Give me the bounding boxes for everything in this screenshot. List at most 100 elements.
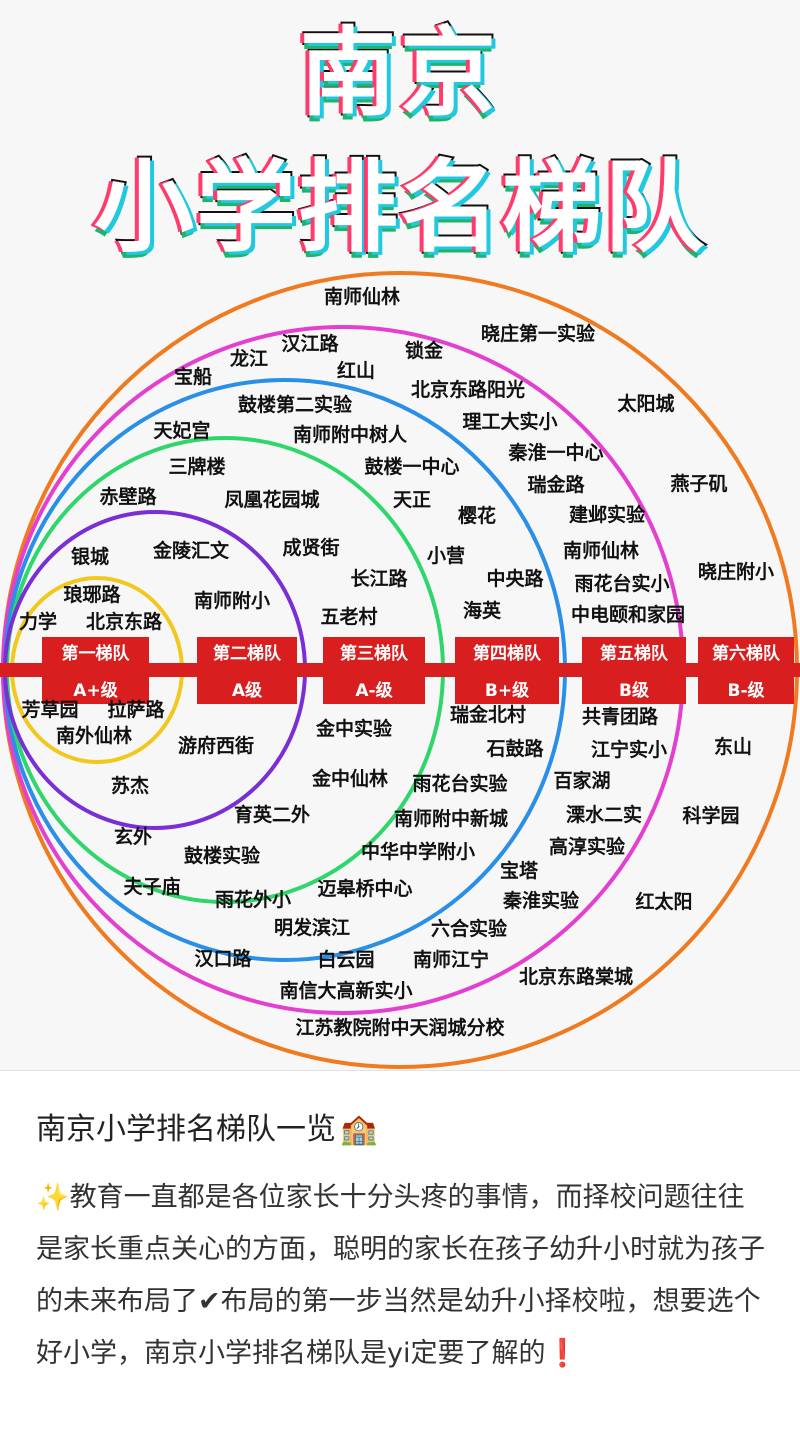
school-label: 苏杰: [111, 774, 149, 797]
school-label: 芳草园: [21, 698, 78, 721]
post-title: 南京小学排名梯队一览🏫: [36, 1110, 766, 1150]
tier-grade-1: A+级: [73, 680, 117, 701]
school-label: 北京东路: [86, 610, 163, 633]
school-label: 中华中学附小: [361, 840, 475, 863]
school-label: 拉萨路: [107, 698, 165, 721]
school-label: 溧水二实: [566, 803, 642, 826]
school-label: 力学: [19, 610, 57, 633]
school-label: 金陵汇文: [152, 539, 230, 562]
school-label: 樱花: [458, 504, 496, 527]
school-label: 南师附小: [194, 589, 270, 612]
school-label: 南师仙林: [563, 539, 639, 562]
post-body: ✨教育一直都是各位家长十分头疼的事情，而择校问题往往是家长重点关心的方面，聪明的…: [36, 1172, 766, 1380]
school-label: 金中实验: [315, 717, 393, 740]
school-label: 江宁实小: [591, 738, 667, 761]
school-label: 六合实验: [431, 917, 508, 940]
school-label: 鼓楼一中心: [364, 455, 459, 478]
school-label: 小营: [427, 544, 465, 567]
tier-name-2: 第二梯队: [213, 643, 282, 664]
school-label: 科学园: [682, 804, 739, 827]
school-label: 三牌楼: [168, 455, 225, 478]
school-label: 琅琊路: [63, 583, 121, 606]
school-label: 雨花外小: [215, 888, 291, 911]
school-label: 鼓楼第二实验: [238, 393, 353, 416]
school-label: 长江路: [350, 567, 408, 590]
school-label: 南信大高新实小: [279, 979, 412, 1002]
tier-box-bottom-4: [455, 674, 559, 704]
school-label: 南师附中树人: [293, 423, 408, 446]
post-body-text-2: 布局的第一步当然是幼升小择校啦，想要选个好小学，南京小学排名梯队是yi定要了解的: [36, 1286, 761, 1369]
tier-box-top-6: [698, 637, 794, 667]
school-label: 育英二外: [234, 803, 310, 826]
school-label: 太阳城: [617, 392, 674, 415]
school-label: 鼓楼实验: [184, 844, 261, 867]
tier-name-3: 第三梯队: [340, 643, 409, 664]
school-label: 汉江路: [281, 332, 339, 355]
school-label: 赤壁路: [99, 485, 157, 508]
school-label: 北京东路阳光: [411, 378, 525, 401]
school-label: 中电颐和家园: [571, 603, 685, 626]
school-label: 北京东路棠城: [519, 965, 633, 988]
school-label: 南师仙林: [324, 285, 400, 308]
tier-box-top-5: [582, 637, 686, 667]
school-label: 高淳实验: [549, 835, 626, 858]
post-title-text: 南京小学排名梯队一览: [36, 1112, 336, 1147]
school-label: 龙江: [230, 347, 268, 370]
school-label: 天正: [393, 489, 431, 511]
school-label: 理工大实小: [462, 410, 557, 433]
school-label: 红太阳: [635, 890, 692, 913]
tier-box-top-4: [455, 637, 559, 667]
school-label: 中央路: [486, 567, 544, 590]
school-label: 南外仙林: [56, 724, 132, 747]
tier-name-6: 第六梯队: [712, 643, 781, 664]
school-label: 宝塔: [500, 859, 539, 882]
tier-grade-6: B-级: [727, 680, 764, 701]
school-label: 晓庄第一实验: [481, 322, 596, 345]
tier-grade-5: B级: [619, 680, 649, 701]
school-label: 成贤街: [282, 536, 339, 559]
school-label: 凤凰花园城: [224, 488, 319, 511]
school-label: 瑞金北村: [450, 703, 526, 726]
school-label: 石鼓路: [485, 737, 544, 760]
school-label: 银城: [71, 545, 109, 568]
school-label: 白云园: [317, 948, 374, 971]
school-label: 秦淮一中心: [507, 441, 603, 464]
school-label: 锁金: [405, 339, 444, 362]
tier-box-top-2: [197, 637, 297, 667]
school-label: 晓庄附小: [698, 560, 774, 583]
school-label: 天妃宫: [153, 419, 210, 442]
school-label: 东山: [714, 735, 752, 758]
school-label: 迈皋桥中心: [317, 877, 412, 900]
school-label: 游府西街: [178, 734, 254, 757]
school-label: 金中仙林: [311, 767, 388, 790]
sparkles-icon: ✨: [36, 1182, 70, 1213]
tier-diagram: 第一梯队A+级第二梯队A级第三梯队A-级第四梯队B+级第五梯队B级第六梯队B-级…: [0, 271, 800, 1069]
tier-box-bottom-3: [323, 674, 425, 704]
check-mark-icon: ✔: [198, 1286, 221, 1317]
poster-title-city: 南京: [298, 16, 500, 130]
school-label: 红山: [337, 359, 375, 382]
school-label: 五老村: [320, 605, 377, 628]
school-label: 夫子庙: [123, 875, 180, 898]
school-icon: 🏫: [340, 1112, 378, 1147]
tier-box-bottom-1: [42, 674, 149, 704]
school-label: 共青团路: [582, 705, 659, 728]
tier-name-1: 第一梯队: [62, 643, 131, 664]
tier-box-top-3: [323, 637, 425, 667]
tier-name-5: 第五梯队: [600, 643, 669, 664]
school-label: 南师附中新城: [394, 807, 508, 830]
tier-name-4: 第四梯队: [473, 643, 542, 664]
tier-box-top-1: [42, 637, 149, 667]
school-label: 江苏教院附中天润城分校: [295, 1016, 505, 1039]
post-body-text-1: 教育一直都是各位家长十分头疼的事情，而择校问题往往是家长重点关心的方面，聪明的家…: [36, 1182, 765, 1317]
poster-image: 南京 小学排名梯队: [0, 16, 800, 1071]
school-label: 雨花台实验: [412, 772, 508, 795]
tier-box-bottom-6: [698, 674, 794, 704]
poster-title-main: 小学排名梯队: [92, 148, 706, 267]
school-label: 瑞金路: [527, 473, 585, 496]
tier-grade-4: B+级: [485, 680, 529, 701]
school-label: 建邺实验: [569, 503, 646, 526]
exclamation-icon: ❗: [545, 1338, 580, 1369]
school-label: 明发滨江: [274, 916, 350, 939]
tier-box-bottom-5: [582, 674, 686, 704]
